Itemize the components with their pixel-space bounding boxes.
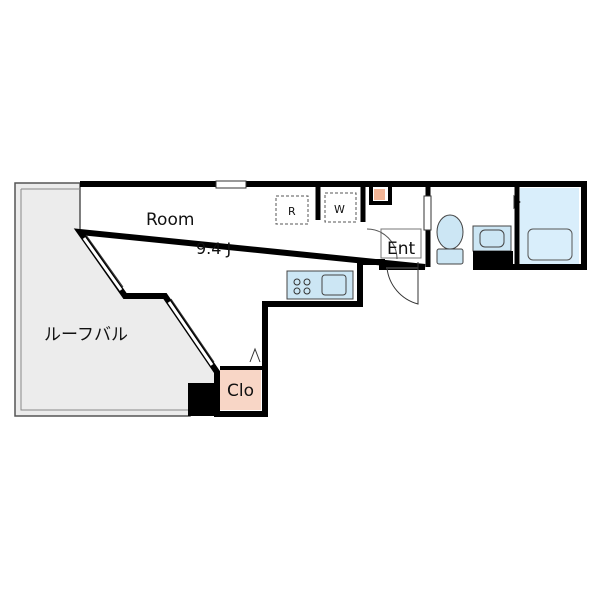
room-area-label: 9.4 J bbox=[196, 239, 231, 258]
kitchen-counter bbox=[286, 270, 354, 300]
entrance-label: Ent bbox=[387, 239, 416, 259]
entrance-door bbox=[386, 262, 419, 305]
room-window-diagonal-lower-edge bbox=[170, 298, 215, 363]
burner-icon bbox=[293, 287, 301, 295]
closet-area bbox=[220, 370, 261, 410]
entrance-inner-door-swing bbox=[366, 228, 398, 260]
entrance-door-swing bbox=[386, 262, 419, 305]
bathtub bbox=[527, 228, 573, 261]
washer-space bbox=[324, 192, 357, 223]
wall-storage bbox=[369, 184, 392, 205]
burner-icon bbox=[303, 287, 311, 295]
toilet-tank bbox=[436, 248, 464, 265]
storage-box bbox=[374, 189, 385, 200]
closet-label: Clo bbox=[227, 381, 254, 401]
washbasin-bowl bbox=[479, 229, 505, 248]
corner-column bbox=[188, 383, 218, 416]
sink bbox=[321, 274, 347, 296]
room-window-diagonal-lower bbox=[167, 301, 214, 366]
washer-label: W bbox=[334, 203, 345, 216]
burner-icon bbox=[303, 278, 311, 286]
room-window-top bbox=[215, 180, 247, 189]
toilet-bowl bbox=[436, 214, 464, 250]
toilet-wall-block bbox=[473, 251, 513, 267]
entrance-floor bbox=[380, 228, 422, 259]
outer-wall bbox=[73, 181, 587, 417]
burner-icon bbox=[293, 278, 301, 286]
toilet-icon bbox=[436, 214, 464, 265]
closet-door-mark bbox=[249, 347, 261, 363]
room-window-diagonal-upper bbox=[82, 237, 123, 291]
toilet-window bbox=[423, 195, 432, 231]
room-label: Room bbox=[146, 210, 194, 230]
refrigerator-label: R bbox=[288, 205, 296, 218]
room-window-diagonal-upper-edge bbox=[85, 234, 124, 288]
roof-balcony-label: ルーフバル bbox=[44, 325, 128, 345]
walls bbox=[73, 181, 587, 417]
refrigerator-space bbox=[275, 195, 309, 225]
roof-balcony-rail bbox=[20, 188, 190, 411]
